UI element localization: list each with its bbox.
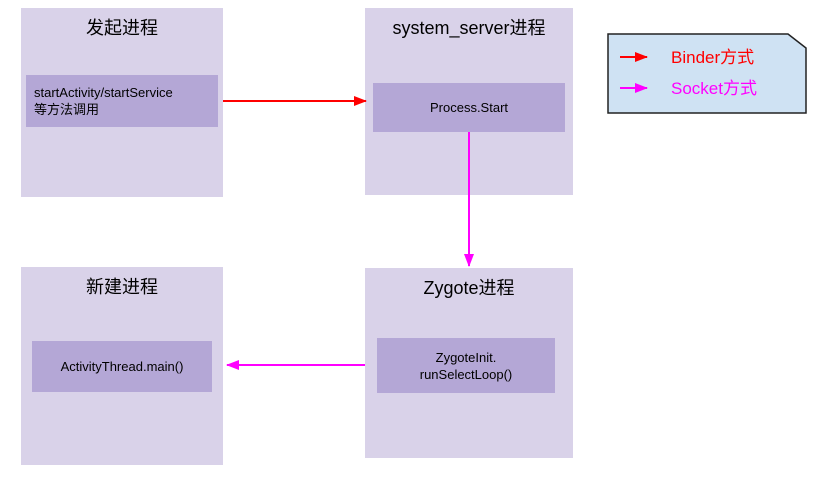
zygote-process-title: Zygote进程 [423,278,515,298]
process-start-node: Process.Start [373,83,565,132]
box-new-process: 新建进程 ActivityThread.main() [21,267,223,465]
start-activity-node-line1: startActivity/startService [34,85,173,100]
legend-socket-label: Socket方式 [671,79,757,98]
legend-binder-label: Binder方式 [671,48,754,67]
legend-panel [607,33,807,114]
process-start-node-label: Process.Start [429,100,509,115]
new-process-title: 新建进程 [86,277,158,297]
activity-thread-main-label: ActivityThread.main() [60,359,184,374]
start-activity-node: startActivity/startService 等方法调用 [26,75,218,127]
zygote-init-node: ZygoteInit. runSelectLoop() [377,338,555,393]
zygote-init-node-line1: ZygoteInit. [435,349,497,365]
system-server-process-title: system_server进程 [392,18,546,38]
initiator-process-title: 发起进程 [86,18,158,38]
box-zygote-process: Zygote进程 ZygoteInit. runSelectLoop() [365,268,573,458]
zygote-init-node-line2: runSelectLoop() [419,366,513,382]
activity-thread-main-node: ActivityThread.main() [32,341,212,392]
box-initiator-process: 发起进程 startActivity/startService 等方法调用 [21,8,223,197]
box-system-server-process: system_server进程 Process.Start [365,8,573,195]
start-activity-node-line2: 等方法调用 [34,102,100,117]
